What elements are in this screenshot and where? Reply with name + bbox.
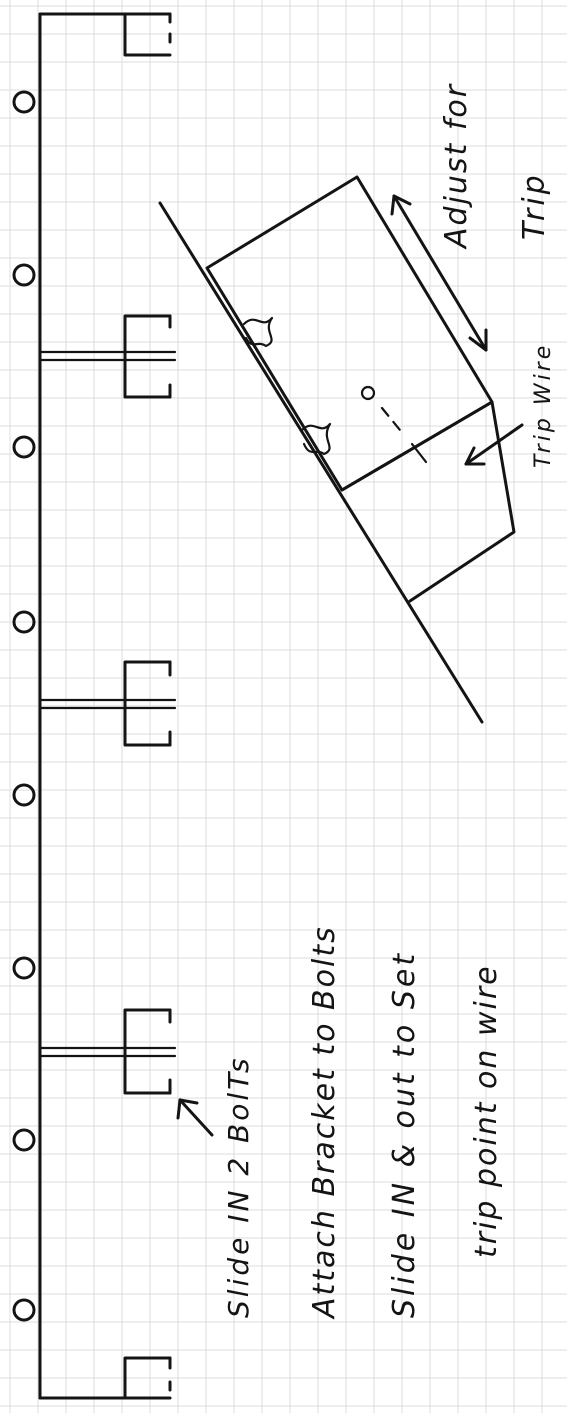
slide-in-arrow [176, 1098, 214, 1137]
mount-diagonal [158, 201, 484, 724]
note-adjust-line2: Trip [517, 172, 552, 240]
bracket-top [123, 12, 172, 57]
note-adjust-line1: Adjust for [439, 83, 474, 250]
pivot-dash [380, 406, 406, 437]
rail-hole [12, 263, 36, 287]
trip-mechanism [158, 175, 516, 724]
rail-hole [12, 1128, 36, 1152]
rail-hole [12, 435, 36, 459]
note-slide-in: Slide IN 2 BolTs [222, 1055, 255, 1318]
bracket-bolt-3 [38, 1008, 177, 1095]
rail [38, 12, 172, 1400]
note-trip-point: trip point on wire [469, 964, 504, 1258]
note-slide-set: Slide IN & out to Set [387, 951, 422, 1318]
note-trip-wire: Trip Wire [531, 343, 556, 468]
trip-box-lower [340, 400, 516, 603]
spring-1 [242, 316, 274, 348]
note-attach: Attach Bracket to Bolts [307, 925, 342, 1320]
rail-hole [12, 610, 36, 634]
bracket-bolt-1 [38, 314, 177, 399]
rail-hole [12, 90, 36, 114]
rail-hole [12, 783, 36, 807]
rail-holes [12, 90, 36, 1322]
rail-hole [12, 956, 36, 980]
bracket-bottom [123, 1356, 172, 1400]
adjust-arrow [390, 194, 488, 352]
pivot-dash-2 [410, 442, 428, 464]
bracket-bolt-2 [38, 660, 177, 747]
rail-hole [12, 1298, 36, 1322]
spring-2 [300, 422, 332, 456]
trip-wire-arrow [464, 423, 524, 466]
pivot [360, 385, 376, 401]
